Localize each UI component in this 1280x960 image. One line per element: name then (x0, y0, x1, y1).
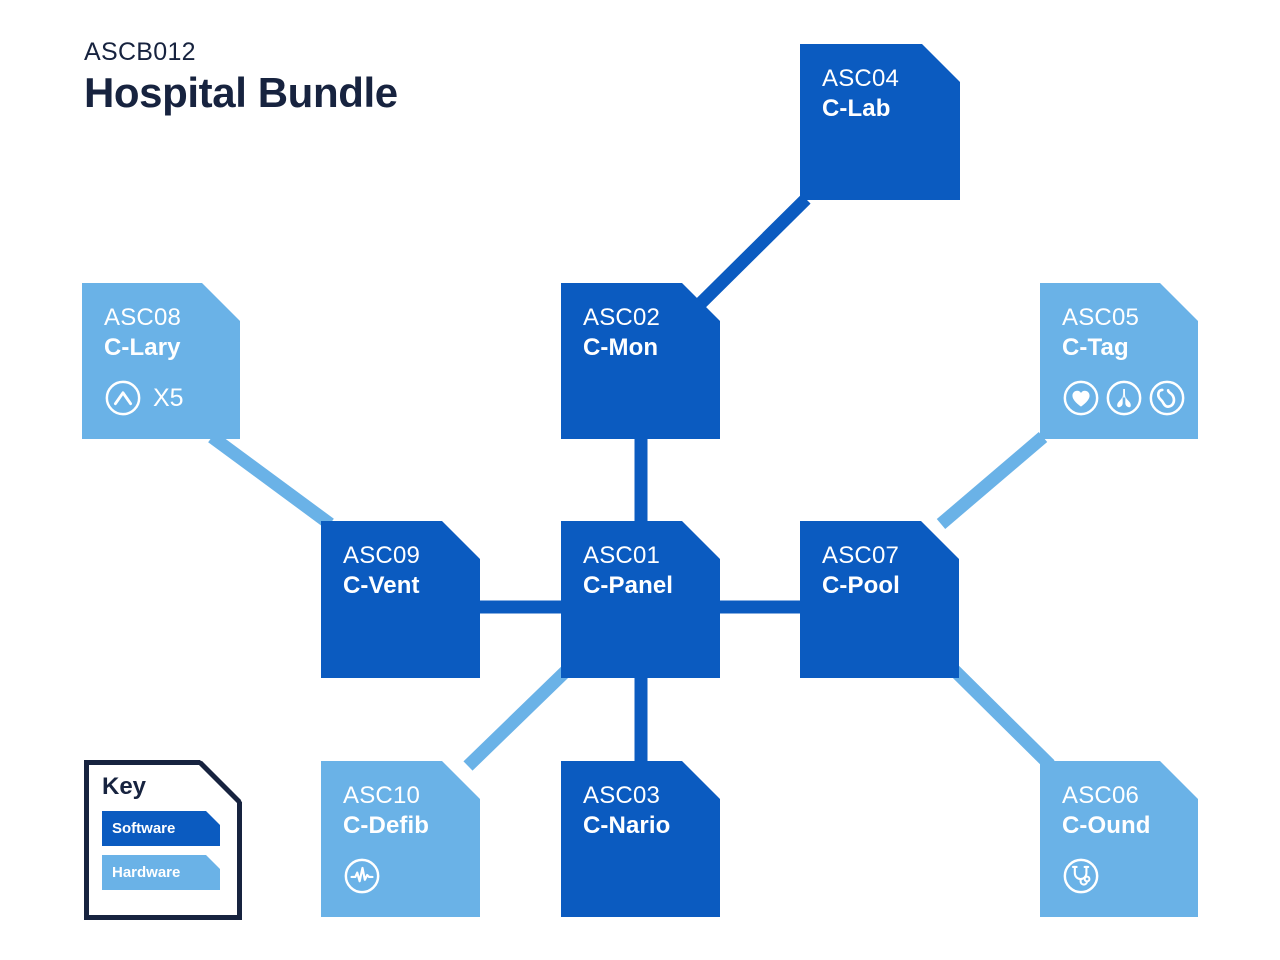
node-code: ASC09 (343, 542, 421, 569)
node-asc06[interactable]: ASC06 C-Ound (1040, 761, 1198, 917)
connector-asc07-asc05 (936, 432, 1048, 529)
heart-icon (1062, 379, 1100, 417)
node-name: C-Lab (822, 95, 891, 123)
connector-asc08-asc09 (208, 431, 334, 530)
node-asc08[interactable]: ASC08 C-Lary X5 (82, 283, 240, 439)
node-code: ASC06 (1062, 782, 1140, 809)
node-asc04[interactable]: ASC04 C-Lab (800, 44, 960, 200)
node-name: C-Ound (1062, 812, 1151, 840)
node-code: ASC05 (1062, 304, 1140, 331)
node-icon-row (1062, 857, 1100, 895)
node-asc05[interactable]: ASC05 C-Tag (1040, 283, 1198, 439)
node-code: ASC03 (583, 782, 661, 809)
node-asc07[interactable]: ASC07 C-Pool (800, 521, 959, 678)
node-name: C-Tag (1062, 334, 1129, 362)
node-asc09[interactable]: ASC09 C-Vent (321, 521, 480, 678)
node-code: ASC10 (343, 782, 421, 809)
bundle-title: Hospital Bundle (84, 69, 398, 116)
node-name: C-Pool (822, 572, 900, 600)
lungs-icon (1105, 379, 1143, 417)
node-name: C-Vent (343, 572, 420, 600)
node-code: ASC07 (822, 542, 900, 569)
node-code: ASC08 (104, 304, 182, 331)
key-title: Key (102, 773, 147, 800)
stomach-icon (1148, 379, 1186, 417)
node-icon-row: X5 (104, 379, 184, 417)
node-multiplier: X5 (153, 383, 184, 412)
ecg-icon (343, 857, 381, 895)
node-code: ASC04 (822, 65, 900, 92)
connector-asc07-asc06 (947, 663, 1055, 770)
node-code: ASC02 (583, 304, 661, 331)
node-asc03[interactable]: ASC03 C-Nario (561, 761, 720, 917)
stethoscope-icon (1062, 857, 1100, 895)
connector-asc01-asc10 (463, 665, 572, 771)
node-icon-row (1062, 379, 1186, 417)
node-asc10[interactable]: ASC10 C-Defib (321, 761, 480, 917)
connector-asc02-asc04 (695, 194, 811, 309)
node-name: C-Nario (583, 812, 671, 840)
node-name: C-Mon (583, 334, 659, 362)
key-chip-hardware: Hardware (102, 855, 220, 890)
bundle-code: ASCB012 (84, 38, 196, 66)
node-name: C-Lary (104, 334, 181, 362)
node-name: C-Defib (343, 812, 430, 840)
node-asc01[interactable]: ASC01 C-Panel (561, 521, 720, 678)
page-title: ASCB012 Hospital Bundle (84, 40, 398, 114)
arrow-circle-icon (104, 379, 142, 417)
key-chip-software: Software (102, 811, 220, 846)
node-code: ASC01 (583, 542, 661, 569)
node-name: C-Panel (583, 572, 674, 600)
key-legend: Key Software Hardware (84, 760, 242, 920)
node-icon-row (343, 857, 381, 895)
node-asc02[interactable]: ASC02 C-Mon (561, 283, 720, 439)
